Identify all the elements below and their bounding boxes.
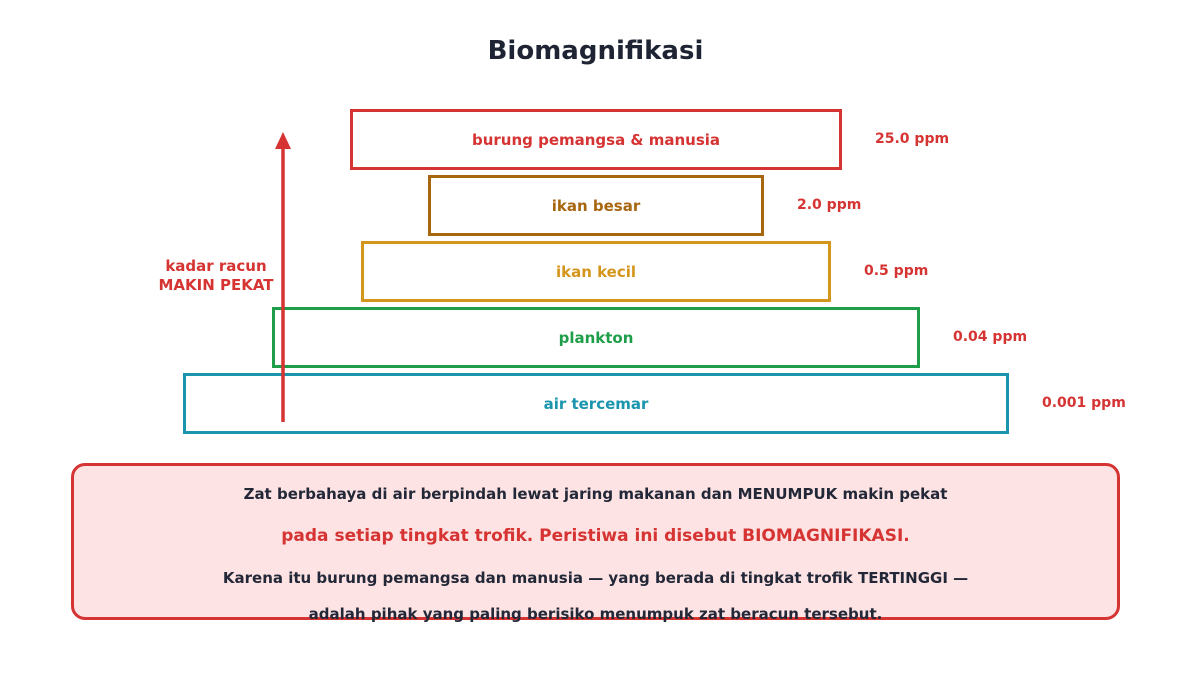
arrow-label-line2: MAKIN PEKAT <box>158 276 274 294</box>
explanation-line-2: pada setiap tingkat trofik. Peristiwa in… <box>281 526 910 546</box>
arrow-label-line1: kadar racun <box>165 257 267 275</box>
diagram-title: Biomagnifikasi <box>487 36 704 66</box>
level-ppm: 0.04 ppm <box>953 329 1028 345</box>
level-ppm: 2.0 ppm <box>797 197 862 213</box>
level-polluted-water: air tercemar <box>183 373 1009 434</box>
arrow-up-icon <box>275 132 291 422</box>
level-plankton: plankton <box>272 307 920 368</box>
explanation-box: Zat berbahaya di air berpindah lewat jar… <box>71 463 1120 623</box>
level-ppm: 25.0 ppm <box>875 131 950 147</box>
level-label: ikan kecil <box>555 262 637 281</box>
level-ppm: 0.5 ppm <box>864 263 929 279</box>
level-label: air tercemar <box>543 394 649 413</box>
level-big-fish: ikan besar <box>428 175 764 236</box>
level-label: ikan besar <box>551 196 641 215</box>
arrow-label: kadar racun MAKIN PEKAT <box>136 257 296 295</box>
level-top: burung pemangsa & manusia <box>350 109 842 170</box>
level-label: plankton <box>558 328 634 347</box>
level-small-fish: ikan kecil <box>361 241 831 302</box>
explanation-line-4: adalah pihak yang paling berisiko menump… <box>308 605 883 623</box>
level-ppm: 0.001 ppm <box>1042 395 1126 411</box>
explanation-line-1: Zat berbahaya di air berpindah lewat jar… <box>243 485 948 503</box>
level-label: burung pemangsa & manusia <box>471 130 721 149</box>
explanation-line-3: Karena itu burung pemangsa dan manusia —… <box>222 569 969 587</box>
